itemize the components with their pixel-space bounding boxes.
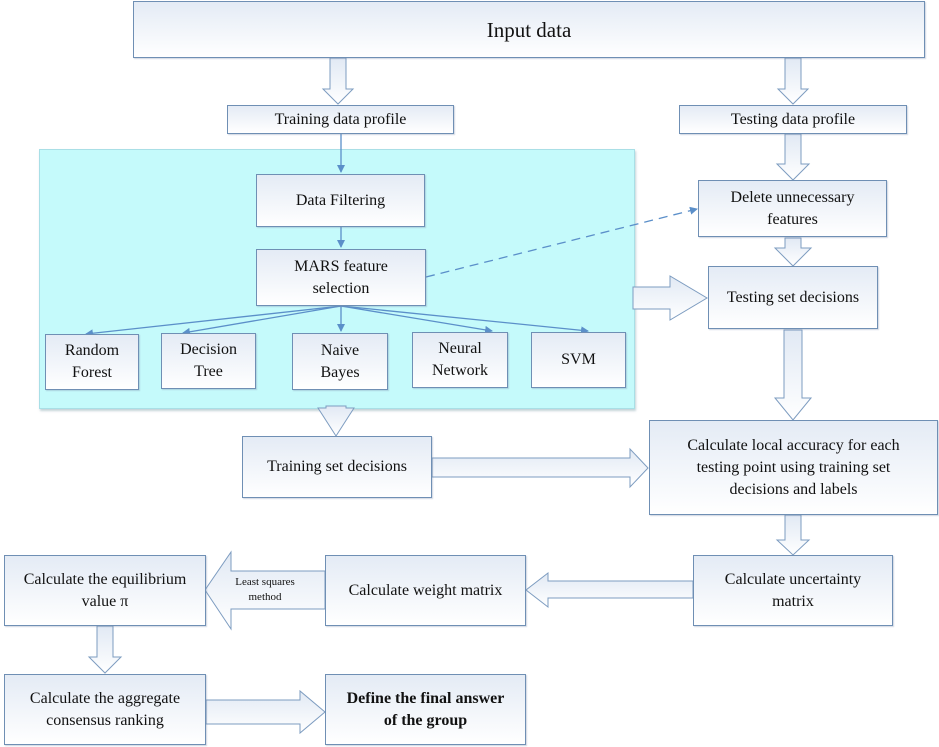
- classifier-label: Neural: [438, 340, 482, 357]
- classifier-random-forest-box: Random Forest: [45, 334, 139, 390]
- aggregate-consensus-ranking-box: Calculate the aggregate consensus rankin…: [4, 674, 206, 745]
- aggregate-label-line-1: Calculate the aggregate: [29, 689, 181, 707]
- mars-label-line-2: selection: [312, 279, 370, 297]
- classifier-neural-network-box: Neural Network: [412, 332, 508, 388]
- uncertainty-label-line-1: Calculate uncertainty: [724, 570, 862, 588]
- connector-line: [340, 305, 589, 335]
- data-filtering-label: Data Filtering: [295, 191, 386, 209]
- connector-line: [182, 305, 342, 336]
- testing-set-decisions-label: Testing set decisions: [726, 288, 860, 306]
- equilibrium-value-box: Calculate the equilibrium value π: [4, 555, 206, 626]
- testing-data-profile-label: Testing data profile: [730, 110, 856, 128]
- final-answer-label-line-1: Define the final answer: [346, 689, 505, 707]
- classifier-svm-box: SVM: [531, 332, 626, 388]
- classifier-label: SVM: [561, 351, 596, 368]
- mars-feature-selection-box: MARS feature selection: [256, 249, 426, 306]
- local-accuracy-label-line-1: Calculate local accuracy for each: [687, 436, 900, 454]
- equilibrium-label-line-2: value π: [81, 592, 129, 610]
- block-arrow-right-icon: [431, 447, 649, 489]
- mars-label-line-1: MARS feature: [294, 257, 388, 275]
- training-set-decisions-label: Training set decisions: [267, 458, 407, 475]
- classifier-label: Decision: [180, 341, 237, 358]
- least-squares-label: Least squares method: [222, 575, 308, 605]
- weight-matrix-box: Calculate weight matrix: [325, 555, 526, 626]
- block-arrow-down-icon: [776, 57, 810, 105]
- local-accuracy-label-line-2: testing point using training set: [696, 458, 891, 476]
- aggregate-label-line-2: consensus ranking: [46, 711, 164, 729]
- uncertainty-label-line-2: matrix: [772, 592, 814, 610]
- classifier-label: Network: [432, 362, 488, 379]
- training-data-profile-box: Training data profile: [227, 105, 454, 134]
- delete-features-label-line-1: Delete unnecessary: [730, 188, 855, 206]
- block-arrow-down-icon: [321, 57, 355, 105]
- delete-features-label-line-2: features: [767, 210, 818, 228]
- block-arrow-right-icon: [632, 275, 708, 321]
- dashed-connector-line: [425, 206, 698, 278]
- block-arrow-down-icon: [773, 237, 813, 267]
- classifier-label: Tree: [194, 363, 223, 380]
- block-arrow-right-icon: [205, 689, 326, 735]
- uncertainty-matrix-box: Calculate uncertainty matrix: [693, 555, 893, 626]
- delete-unnecessary-features-box: Delete unnecessary features: [698, 180, 887, 237]
- block-arrow-down-icon: [87, 625, 123, 674]
- connector-line: [340, 305, 493, 334]
- testing-data-profile-box: Testing data profile: [679, 105, 907, 134]
- least-squares-line-1: Least squares: [235, 576, 295, 588]
- classifier-label: Naive: [320, 341, 360, 359]
- block-arrow-left-icon: [525, 571, 694, 609]
- block-arrow-down-icon: [775, 133, 811, 181]
- input-data-box: Input data: [133, 1, 925, 58]
- local-accuracy-box: Calculate local accuracy for each testin…: [649, 420, 938, 515]
- block-arrow-down-icon: [317, 405, 355, 437]
- training-set-decisions-box: Training set decisions: [242, 436, 432, 498]
- block-arrow-down-icon: [773, 329, 813, 421]
- connector-line: [85, 305, 342, 338]
- local-accuracy-label-line-3: decisions and labels: [729, 480, 858, 498]
- final-answer-box: Define the final answer of the group: [325, 674, 526, 745]
- weight-matrix-label: Calculate weight matrix: [348, 581, 503, 599]
- input-data-label: Input data: [486, 17, 572, 42]
- block-arrow-left-icon: [204, 550, 326, 631]
- classifier-label: Forest: [72, 364, 112, 381]
- data-filtering-box: Data Filtering: [256, 174, 425, 227]
- equilibrium-label-line-1: Calculate the equilibrium: [23, 570, 187, 588]
- final-answer-label-line-2: of the group: [383, 711, 468, 729]
- classifier-decision-tree-box: Decision Tree: [161, 333, 256, 389]
- training-data-profile-label: Training data profile: [274, 110, 407, 128]
- least-squares-line-2: method: [248, 591, 282, 603]
- classifier-label: Random: [64, 342, 120, 359]
- testing-set-decisions-box: Testing set decisions: [708, 266, 878, 329]
- classifier-naive-bayes-box: Naive Bayes: [292, 333, 388, 390]
- classifier-label: Bayes: [320, 363, 360, 381]
- block-arrow-down-icon: [775, 514, 811, 556]
